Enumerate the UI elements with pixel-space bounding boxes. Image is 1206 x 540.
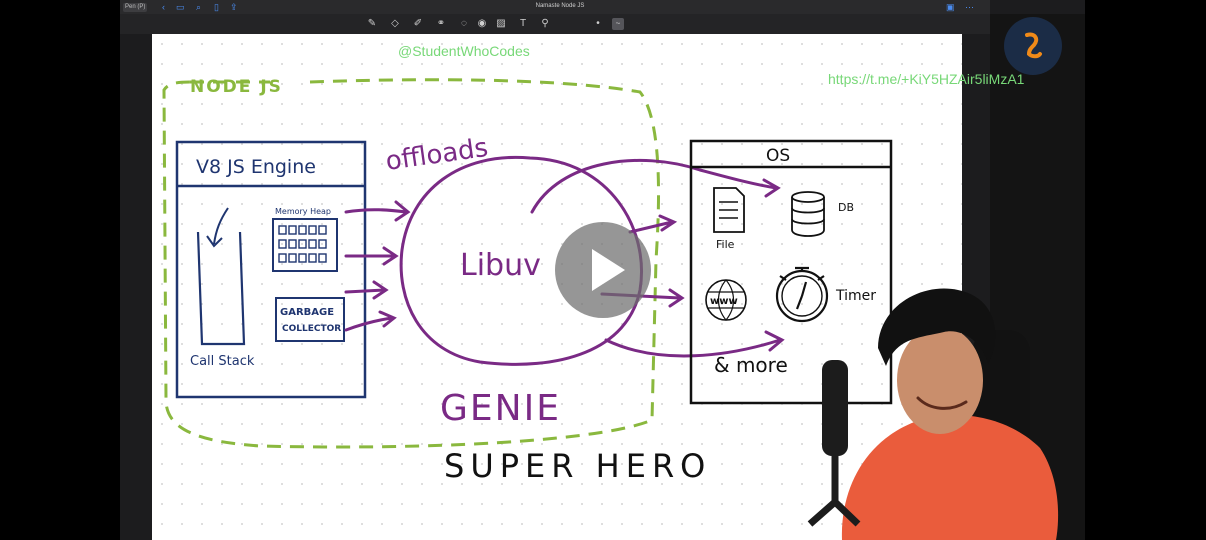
v8-engine-title: V8 JS Engine: [196, 156, 316, 178]
www-icon: www: [705, 279, 747, 321]
eraser-icon[interactable]: ◇: [391, 18, 399, 29]
color-icon[interactable]: ~: [612, 18, 624, 30]
link-icon[interactable]: ⚲: [541, 18, 549, 29]
mic-stand: [807, 456, 861, 527]
play-icon: [592, 249, 625, 291]
super-hero-label: SUPER HERO: [444, 447, 711, 485]
text-box-icon[interactable]: T: [519, 18, 527, 29]
file-icon: [713, 187, 745, 233]
db-icon: [791, 191, 825, 237]
call-stack-shape: [196, 231, 246, 346]
share-icon[interactable]: ⇪: [230, 2, 238, 12]
lasso-icon[interactable]: ⚭: [436, 18, 446, 29]
os-box: [689, 139, 893, 405]
orange-shirt: [841, 415, 1059, 540]
presenter-hair: [878, 288, 996, 366]
play-button[interactable]: [555, 222, 651, 318]
channel-logo: [1004, 17, 1062, 75]
logo-mark: [1025, 32, 1042, 59]
search-icon[interactable]: ⌕: [196, 2, 202, 12]
file-label: File: [716, 238, 735, 251]
watermark-telegram-link: https://t.me/+KiY5HZAir5liMzA1: [828, 71, 1025, 87]
offloads-label: offloads: [384, 133, 490, 177]
memory-heap-cells: [278, 225, 327, 263]
record-icon[interactable]: ◉: [477, 18, 487, 29]
microphone: [822, 360, 848, 456]
whiteboard-canvas: [152, 34, 962, 540]
garbage-label: GARBAGE: [280, 307, 334, 318]
timer-label: Timer: [835, 288, 876, 304]
bookmark-icon[interactable]: ▯: [214, 2, 219, 12]
memory-heap-label: Memory Heap: [275, 207, 331, 216]
node-js-label: NODE JS: [190, 77, 283, 97]
more-icon[interactable]: •: [596, 18, 600, 29]
shapes-icon[interactable]: ◌: [461, 18, 467, 29]
presenter-face: [897, 326, 983, 434]
libuv-label: Libuv: [460, 248, 541, 283]
sidebar-icon[interactable]: ▭: [176, 2, 185, 12]
db-label: DB: [838, 201, 854, 214]
libuv-circle: [399, 155, 643, 366]
timer-icon: [775, 266, 829, 323]
drawing-toolbar: ✎ ◇ ✐ ⚭ ◌ ◉ ▨ T ⚲ • ~: [120, 14, 990, 34]
highlighter-icon[interactable]: ✐: [413, 18, 423, 29]
v8-engine-box: [175, 140, 367, 399]
and-more-label: & more: [714, 353, 788, 377]
os-title: OS: [766, 146, 790, 166]
export-icon[interactable]: ▣: [946, 2, 955, 12]
call-stack-arrow: [206, 207, 229, 248]
watermark-handle: @StudentWhoCodes: [398, 43, 530, 59]
pen-mode-badge: Pen (P): [123, 3, 148, 12]
genie-label: GENIE: [440, 388, 561, 429]
more-options-icon[interactable]: ⋯: [965, 2, 974, 12]
libuv-to-os-arrows: [530, 158, 785, 358]
memory-heap-box: [272, 218, 338, 272]
garbage-collector-box: [275, 297, 345, 342]
svg-text:www: www: [710, 296, 738, 307]
pen-icon[interactable]: ✎: [367, 18, 377, 29]
presenter-webcam: [807, 288, 1059, 540]
video-frame: Pen (P) ‹ ▭ ⌕ ▯ ⇪ Namaste Node JS ▣ ⋯ ✎ …: [120, 0, 1085, 540]
v8-to-libuv-arrows: [344, 200, 411, 332]
call-stack-label: Call Stack: [190, 354, 255, 369]
image-icon[interactable]: ▨: [496, 18, 506, 29]
back-icon[interactable]: ‹: [162, 2, 165, 12]
node-js-boundary: [162, 78, 661, 449]
collector-label: COLLECTOR: [282, 324, 341, 334]
app-title-bar: Pen (P) ‹ ▭ ⌕ ▯ ⇪ Namaste Node JS ▣ ⋯: [120, 0, 990, 14]
document-title[interactable]: Namaste Node JS: [535, 3, 585, 9]
